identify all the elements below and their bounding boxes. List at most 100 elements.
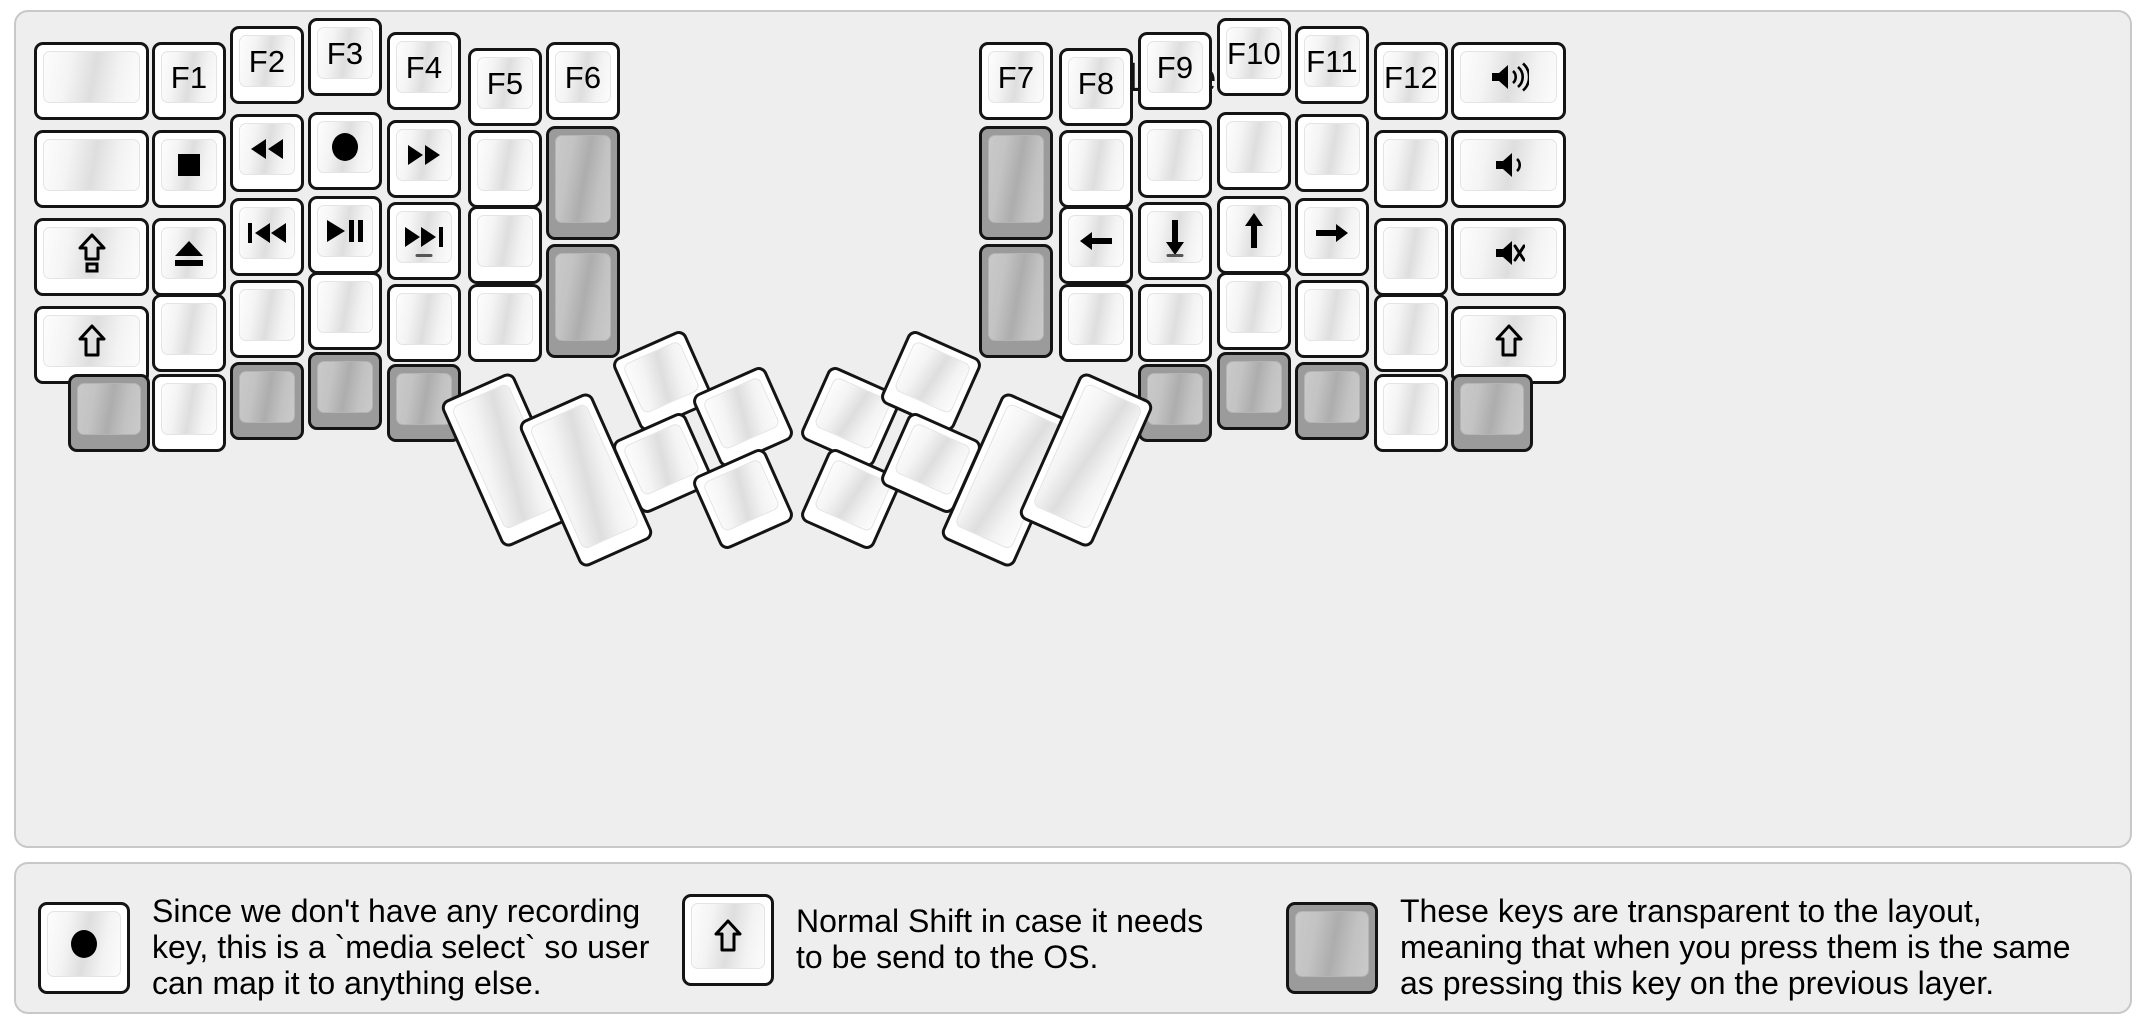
key-media-record[interactable] xyxy=(308,112,382,190)
key-blank[interactable] xyxy=(230,280,304,358)
key-media-eject[interactable] xyxy=(152,218,226,296)
keycap-face xyxy=(396,293,452,345)
keycap-face xyxy=(161,227,217,279)
media-next-icon xyxy=(403,225,445,249)
key-media-playpause[interactable] xyxy=(308,196,382,274)
key-f4[interactable]: F4 xyxy=(387,32,461,110)
keycap-face xyxy=(813,458,892,533)
key-f3[interactable]: F3 xyxy=(308,18,382,96)
key-label: F9 xyxy=(1156,49,1194,85)
key-transparent[interactable] xyxy=(979,126,1053,240)
key-shift-arrow[interactable] xyxy=(34,306,149,384)
keycap-face xyxy=(43,139,140,191)
key-transparent[interactable] xyxy=(546,244,620,358)
key-blank[interactable] xyxy=(34,42,149,120)
key-blank[interactable] xyxy=(1217,272,1291,350)
key-blank[interactable] xyxy=(34,130,149,208)
key-transparent[interactable] xyxy=(546,126,620,240)
keycap-face: F6 xyxy=(555,51,611,103)
key-volume-up[interactable] xyxy=(1451,42,1566,120)
key-arrow-right[interactable] xyxy=(1295,198,1369,276)
keycap-face xyxy=(1460,139,1557,191)
key-f9[interactable]: F9 xyxy=(1138,32,1212,110)
key-f1[interactable]: F1 xyxy=(152,42,226,120)
key-f2[interactable]: F2 xyxy=(230,26,304,104)
volume-mute-icon xyxy=(1493,238,1525,268)
key-transparent[interactable] xyxy=(68,374,150,452)
keycap-face xyxy=(1460,383,1524,435)
media-prev-icon xyxy=(246,221,288,245)
arrow-up-icon xyxy=(1241,210,1267,252)
key-blank[interactable] xyxy=(1138,284,1212,362)
key-transparent[interactable] xyxy=(387,364,461,442)
keycap-face xyxy=(1460,315,1557,367)
key-blank[interactable] xyxy=(152,374,226,452)
keycap-face xyxy=(1226,205,1282,257)
keycap-face xyxy=(77,383,141,435)
arrow-right-icon xyxy=(1312,220,1352,246)
key-transparent[interactable] xyxy=(1138,364,1212,442)
key-f5[interactable]: F5 xyxy=(468,48,542,126)
key-volume-down[interactable] xyxy=(1451,130,1566,208)
key-f11[interactable]: F11 xyxy=(1295,26,1369,104)
key-blank[interactable] xyxy=(1138,120,1212,198)
key-f6[interactable]: F6 xyxy=(546,42,620,120)
key-blank[interactable] xyxy=(1295,114,1369,192)
key-volume-mute[interactable] xyxy=(1451,218,1566,296)
key-blank[interactable] xyxy=(1217,112,1291,190)
key-caps-lock-arrow[interactable] xyxy=(34,218,149,296)
key-transparent[interactable] xyxy=(230,362,304,440)
legend-text-transparent: These keys are transparent to the layout… xyxy=(1400,893,2071,1001)
key-f10[interactable]: F10 xyxy=(1217,18,1291,96)
key-transparent[interactable] xyxy=(1295,362,1369,440)
key-blank[interactable] xyxy=(1295,280,1369,358)
legend-panel: Since we don't have any recording key, t… xyxy=(14,862,2132,1014)
key-blank[interactable] xyxy=(1374,130,1448,208)
key-blank[interactable] xyxy=(1059,284,1133,362)
key-transparent[interactable] xyxy=(979,244,1053,358)
key-blank[interactable] xyxy=(1374,218,1448,296)
key-blank[interactable] xyxy=(152,294,226,372)
key-transparent[interactable] xyxy=(1217,352,1291,430)
key-f12[interactable]: F12 xyxy=(1374,42,1448,120)
keycap-face xyxy=(1226,281,1282,333)
key-arrow-down[interactable] xyxy=(1138,202,1212,280)
keycap-face: F7 xyxy=(988,51,1044,103)
keycap-face xyxy=(317,121,373,173)
keycap-face xyxy=(161,303,217,355)
key-blank[interactable] xyxy=(468,130,542,208)
key-media-forward[interactable] xyxy=(387,120,461,198)
key-label: F3 xyxy=(326,35,364,71)
key-arrow-left[interactable] xyxy=(1059,206,1133,284)
key-transparent[interactable] xyxy=(1451,374,1533,452)
key-media-rewind[interactable] xyxy=(230,114,304,192)
key-blank[interactable] xyxy=(387,284,461,362)
key-blank[interactable] xyxy=(308,272,382,350)
key-media-prev[interactable] xyxy=(230,198,304,276)
key-blank[interactable] xyxy=(1374,374,1448,452)
shift-arrow-icon xyxy=(1495,324,1523,358)
key-transparent[interactable] xyxy=(308,352,382,430)
key-f7[interactable]: F7 xyxy=(979,42,1053,120)
key-blank[interactable] xyxy=(1059,130,1133,208)
key-label: F10 xyxy=(1226,35,1282,71)
key-blank[interactable] xyxy=(1374,294,1448,372)
key-media-next[interactable] xyxy=(387,202,461,280)
key-label: F11 xyxy=(1306,43,1358,79)
keycap-face xyxy=(1304,371,1360,423)
key-blank[interactable] xyxy=(468,206,542,284)
key-arrow-up[interactable] xyxy=(1217,196,1291,274)
legend-key-transparent xyxy=(1286,901,1378,994)
key-label: F8 xyxy=(1077,65,1115,101)
keycap-face xyxy=(1226,121,1282,173)
keycap-face xyxy=(1460,227,1557,279)
key-shift-arrow[interactable] xyxy=(1451,306,1566,384)
keycap-face xyxy=(317,281,373,333)
key-media-stop[interactable] xyxy=(152,130,226,208)
legend-key-record xyxy=(38,901,130,994)
key-f8[interactable]: F8 xyxy=(1059,48,1133,126)
keycap-face: F12 xyxy=(1383,51,1439,103)
keycap-face xyxy=(161,383,217,435)
key-blank[interactable] xyxy=(468,284,542,362)
